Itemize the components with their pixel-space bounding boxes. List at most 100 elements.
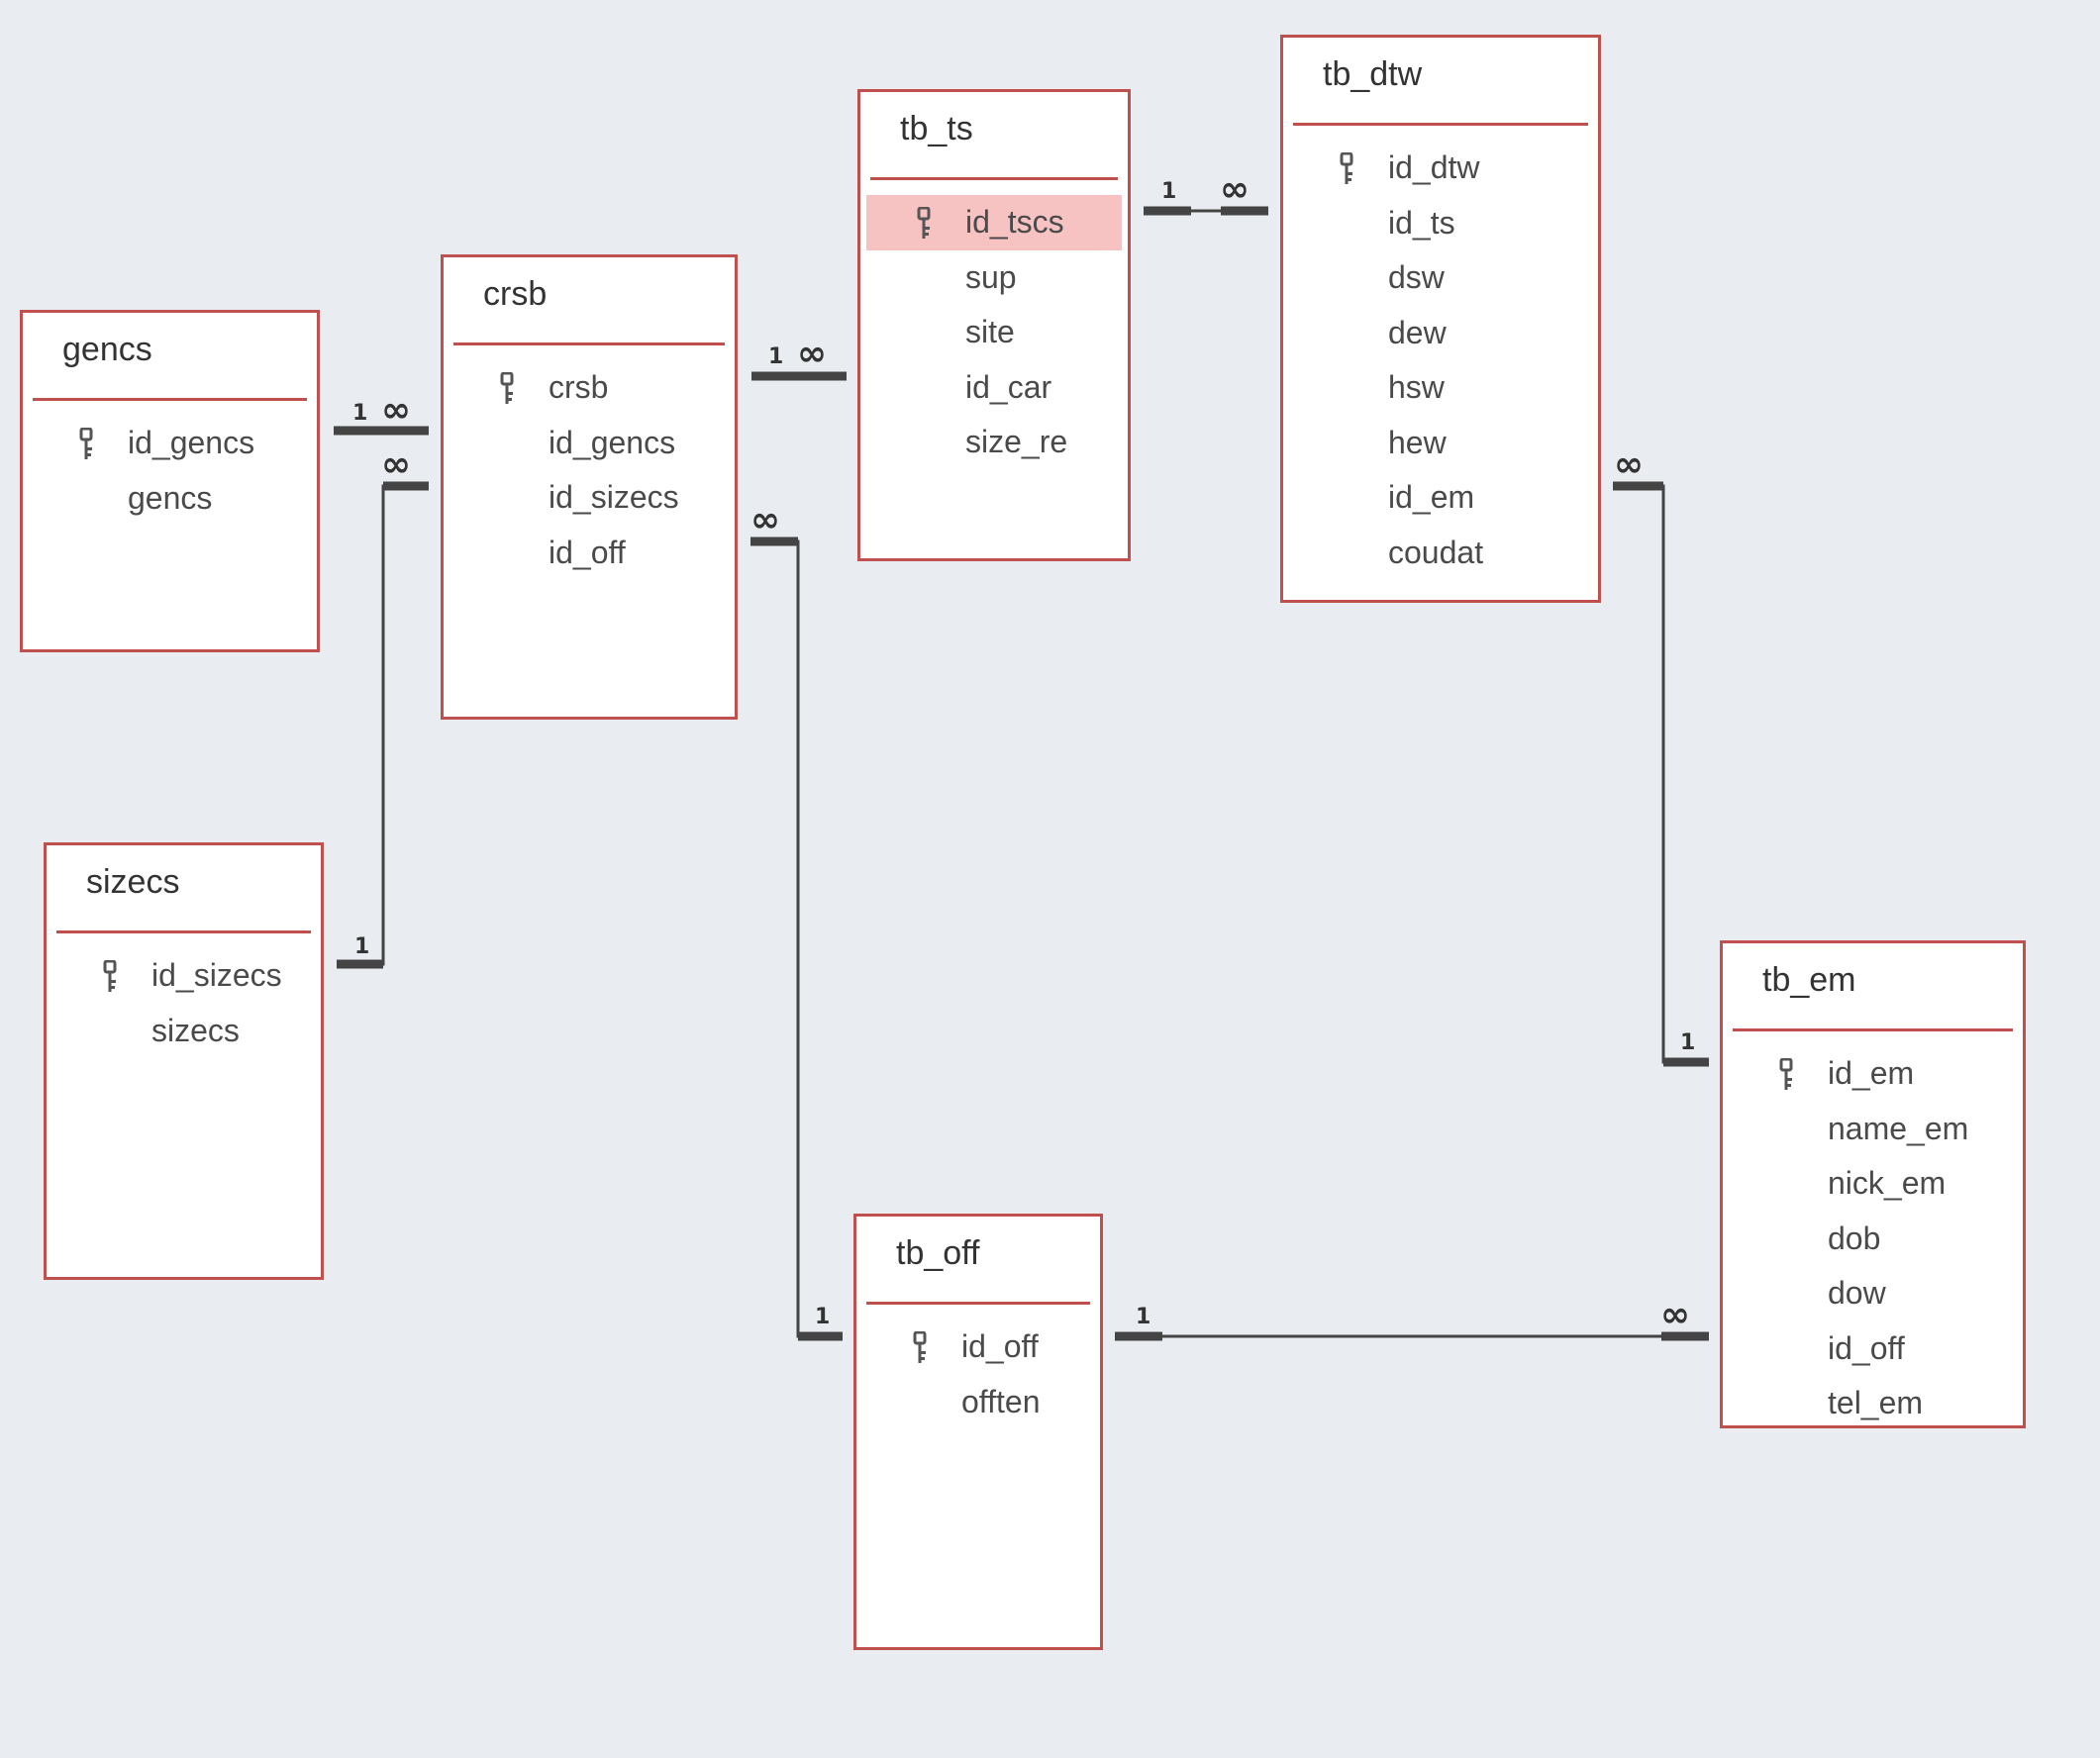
primary-key-icon	[499, 368, 515, 404]
field-name: site	[965, 314, 1015, 349]
card-many-tbdtw-em: ∞	[1614, 444, 1644, 485]
field-row-id-ts[interactable]: id_ts	[1289, 196, 1592, 251]
field-name: hew	[1388, 424, 1447, 460]
title-divider	[56, 930, 311, 933]
table-title: crsb	[483, 275, 548, 313]
field-row-dow[interactable]: dow	[1729, 1266, 2017, 1321]
field-name: size_re	[965, 424, 1068, 459]
field-name: dew	[1388, 314, 1447, 350]
field-row-id-dtw[interactable]: id_dtw	[1289, 141, 1592, 196]
field-name: dob	[1828, 1220, 1881, 1256]
field-row-name-em[interactable]: name_em	[1729, 1102, 2017, 1157]
field-row-id-gencs[interactable]: id_gencs	[29, 416, 311, 471]
field-name: coudat	[1388, 534, 1484, 570]
field-name: name_em	[1828, 1110, 1969, 1146]
title-divider	[870, 177, 1118, 180]
field-row-hew[interactable]: hew	[1289, 416, 1592, 471]
card-many-tbts: ∞	[797, 334, 827, 374]
title-divider	[453, 342, 725, 345]
field-row-id-off[interactable]: id_off	[450, 526, 729, 581]
field-row-id-off[interactable]: id_off	[1729, 1321, 2017, 1377]
field-row-sup[interactable]: sup	[866, 250, 1122, 306]
rel-line-crsb-tboff[interactable]	[750, 539, 843, 1338]
primary-key-icon	[916, 203, 932, 239]
field-row-coudat[interactable]: coudat	[1289, 526, 1592, 581]
field-row-hsw[interactable]: hsw	[1289, 360, 1592, 416]
card-many-crsb-gencs: ∞	[381, 390, 411, 431]
title-divider	[33, 398, 307, 401]
field-row-gencs[interactable]: gencs	[29, 471, 311, 527]
card-many-crsb-off: ∞	[750, 500, 780, 540]
field-name: offten	[961, 1383, 1041, 1419]
card-1-tboff-right: 1	[1136, 1305, 1150, 1329]
field-row-id-sizecs[interactable]: id_sizecs	[52, 948, 315, 1004]
card-1-crsb: 1	[768, 344, 783, 369]
table-title: gencs	[62, 331, 152, 368]
primary-key-icon	[1339, 148, 1354, 184]
table-crsb[interactable]: crsb crsb id_gencs id_sizecs id_off	[441, 254, 738, 720]
rel-line-tbdtw-tbem[interactable]	[1613, 484, 1709, 1064]
field-row-crsb[interactable]: crsb	[450, 360, 729, 416]
field-row-id-car[interactable]: id_car	[866, 360, 1122, 416]
field-name: crsb	[549, 369, 609, 405]
field-name: id_car	[965, 368, 1052, 405]
field-name: id_ts	[1388, 204, 1455, 241]
field-name: id_off	[549, 534, 626, 570]
field-name: nick_em	[1828, 1165, 1947, 1201]
field-row-site[interactable]: site	[866, 305, 1122, 360]
card-many-crsb-sizecs: ∞	[381, 444, 411, 485]
field-row-nick-em[interactable]: nick_em	[1729, 1156, 2017, 1212]
field-name: tel_em	[1828, 1385, 1924, 1420]
card-1-gencs: 1	[352, 401, 367, 426]
field-name: id_tscs	[965, 204, 1064, 240]
field-name: sizecs	[151, 1012, 240, 1048]
primary-key-icon	[78, 424, 94, 459]
field-row-id-em[interactable]: id_em	[1729, 1046, 2017, 1102]
field-name: id_sizecs	[549, 479, 679, 515]
card-1-tboff-left: 1	[815, 1305, 830, 1329]
field-name: id_dtw	[1388, 149, 1480, 185]
field-name: id_gencs	[128, 425, 255, 460]
field-name: id_off	[961, 1328, 1039, 1364]
title-divider	[1733, 1028, 2013, 1031]
card-1-tbts: 1	[1161, 179, 1176, 204]
field-list: crsb id_gencs id_sizecs id_off	[450, 360, 729, 580]
field-row-offten[interactable]: offten	[862, 1375, 1094, 1430]
field-row-tel-em[interactable]: tel_em	[1729, 1376, 2017, 1431]
field-row-id-tscs[interactable]: id_tscs	[866, 195, 1122, 250]
card-many-tbem-off: ∞	[1660, 1295, 1690, 1335]
field-row-id-gencs[interactable]: id_gencs	[450, 416, 729, 471]
field-row-dob[interactable]: dob	[1729, 1212, 2017, 1267]
primary-key-icon	[1778, 1054, 1794, 1090]
field-row-sizecs[interactable]: sizecs	[52, 1004, 315, 1059]
field-row-id-sizecs[interactable]: id_sizecs	[450, 470, 729, 526]
field-row-size-re[interactable]: size_re	[866, 415, 1122, 470]
table-title: tb_ts	[900, 110, 973, 147]
table-title: tb_off	[896, 1234, 980, 1272]
field-row-dew[interactable]: dew	[1289, 306, 1592, 361]
table-title: sizecs	[86, 863, 180, 901]
cardinality-labels: 1 ∞ 1 ∞ 1 ∞ 1 ∞ ∞ 1 ∞ 1 1 ∞	[352, 169, 1695, 1335]
field-row-id-off[interactable]: id_off	[862, 1319, 1094, 1375]
primary-key-icon	[912, 1327, 928, 1363]
field-name: hsw	[1388, 369, 1445, 405]
field-row-dsw[interactable]: dsw	[1289, 250, 1592, 306]
connector-end-bars	[334, 206, 1709, 1341]
rel-line-sizecs-crsb[interactable]	[337, 484, 429, 966]
card-1-sizecs: 1	[354, 934, 369, 959]
field-name: gencs	[128, 479, 213, 516]
field-name: id_gencs	[549, 424, 676, 460]
field-row-id-em[interactable]: id_em	[1289, 470, 1592, 526]
